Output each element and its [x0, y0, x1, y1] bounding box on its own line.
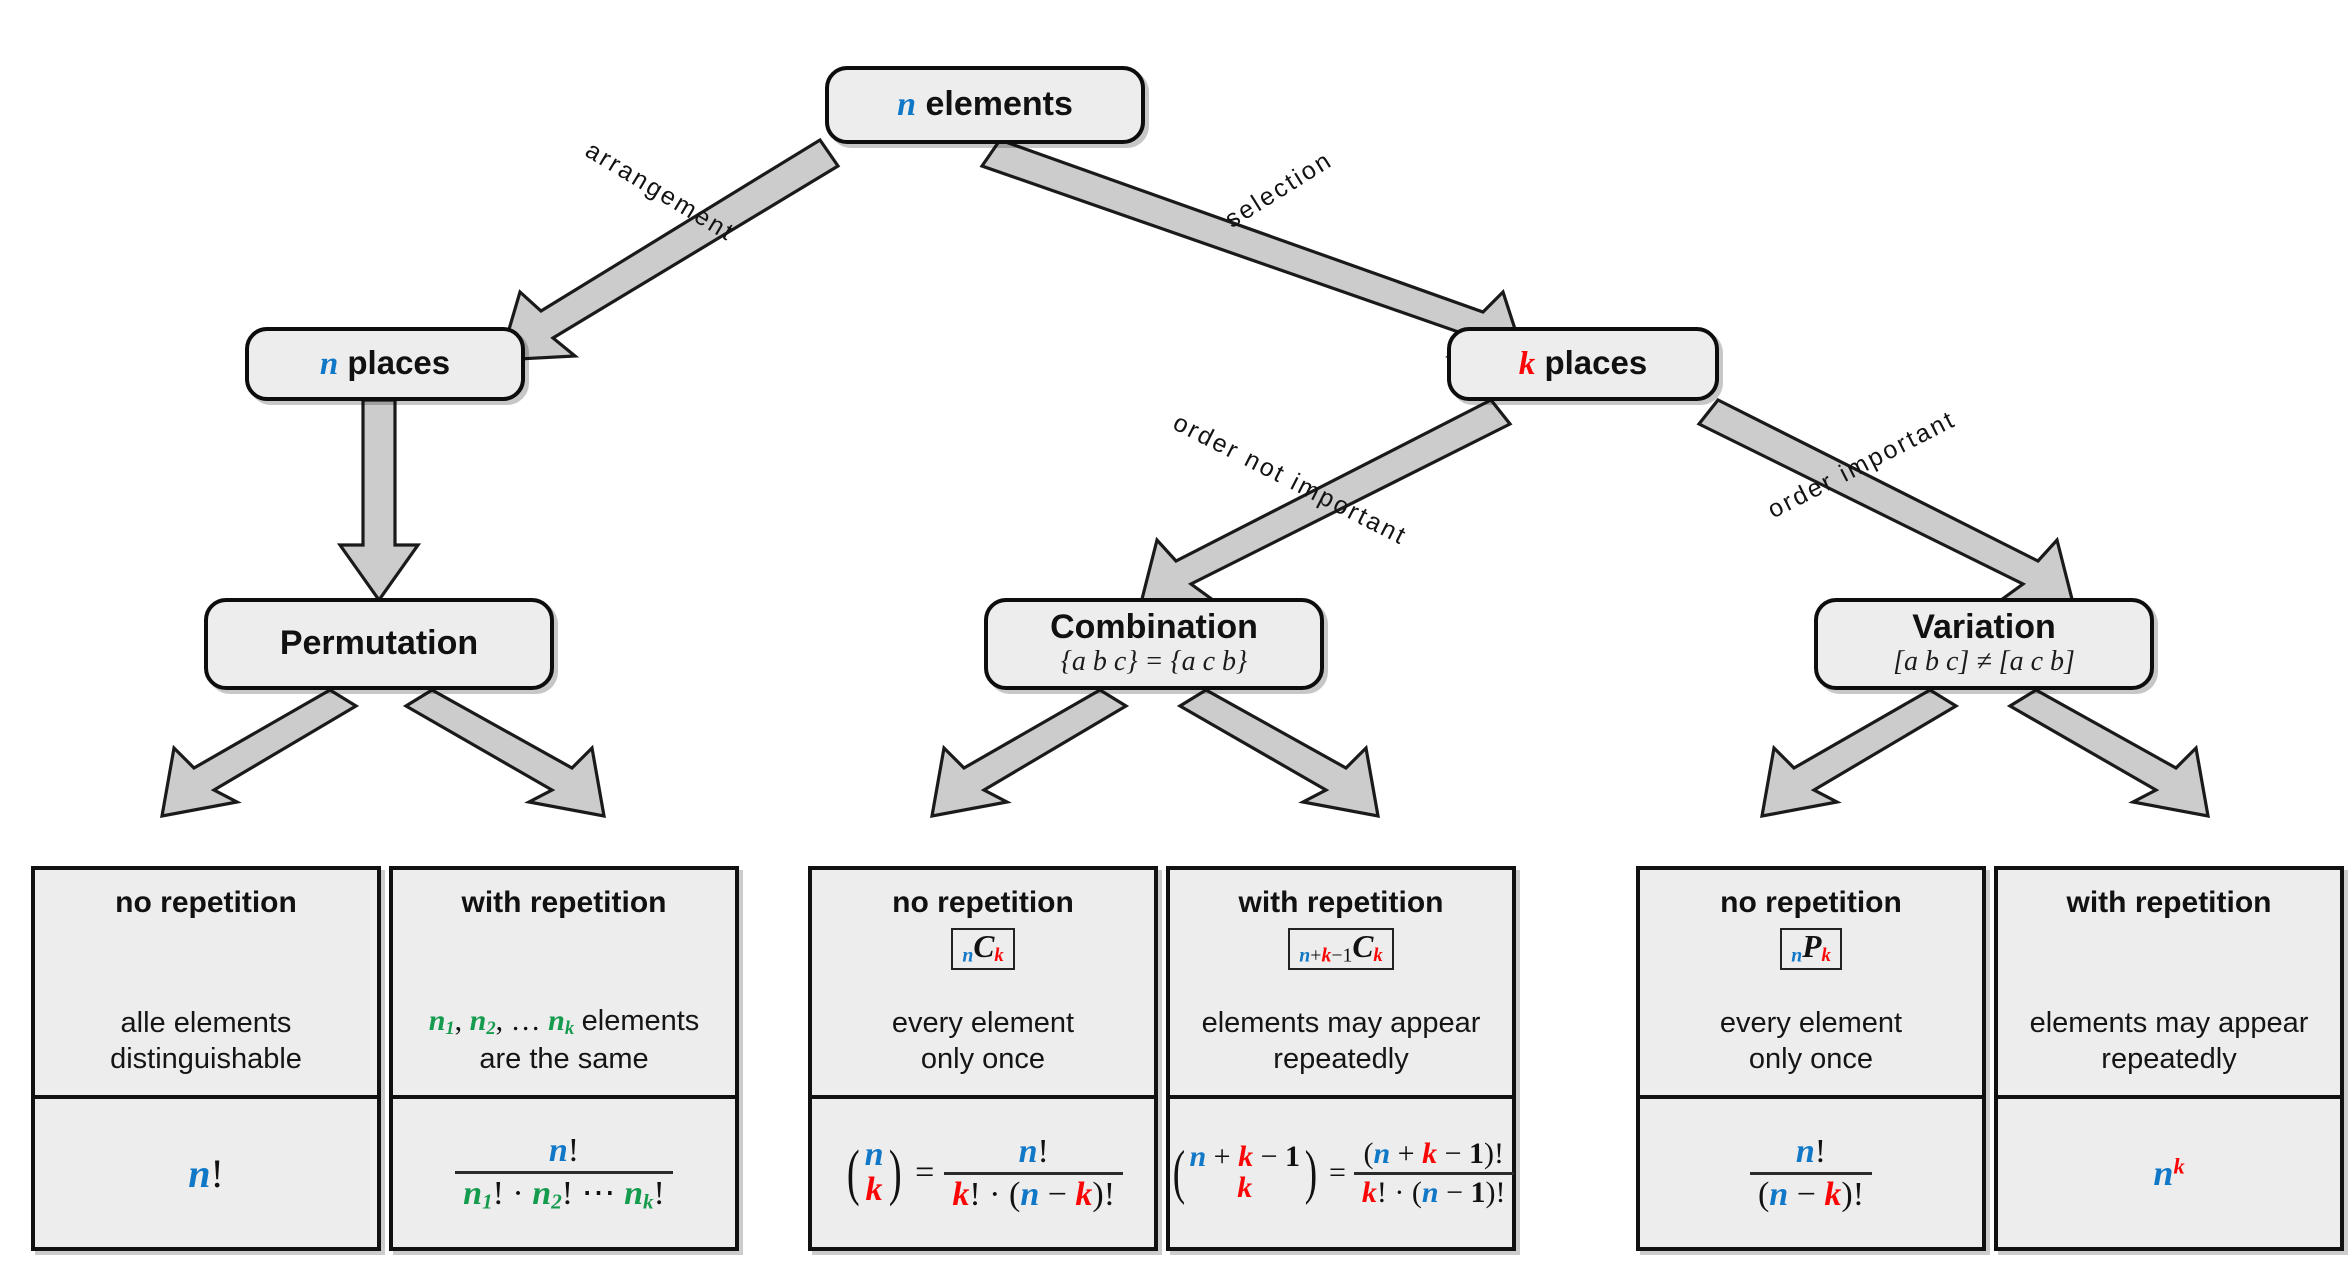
leaf-comb-no-repetition[interactable]: no repetition nCk every element only onc… — [808, 866, 1158, 1251]
arrow-selection — [979, 138, 1528, 362]
node-variation-title: Variation — [1912, 608, 2056, 647]
leaf-formula: n! n1! · n2! ⋯ nk! — [393, 1095, 735, 1247]
leaf-heading: no repetition — [892, 886, 1074, 919]
leaf-comb-with-repetition[interactable]: with repetition n+k−1Ck elements may app… — [1166, 866, 1516, 1251]
arrow-arrangement — [497, 137, 841, 362]
leaf-formula: ( n + k − 1 k ) = (n + k − 1)! k! · (n −… — [1170, 1095, 1514, 1247]
binomial-coefficient: ( n k ) — [846, 1136, 902, 1208]
leaf-upper: no repetition alle elements distinguisha… — [35, 870, 377, 1095]
leaf-var-no-repetition[interactable]: no repetition nPk every element only onc… — [1636, 866, 1986, 1251]
leaf-description: every element only once — [1719, 1006, 1903, 1075]
leaf-upper: no repetition nPk every element only onc… — [1640, 870, 1982, 1095]
notation-n-plus-k-minus-1-C-k: n+k−1Ck — [1288, 928, 1394, 971]
leaf-heading: with repetition — [1238, 886, 1444, 919]
leaf-upper: with repetition n+k−1Ck elements may app… — [1170, 870, 1512, 1095]
leaf-var-with-repetition[interactable]: with repetition elements may appear repe… — [1994, 866, 2344, 1251]
leaf-upper: with repetition elements may appear repe… — [1998, 870, 2340, 1095]
arrow-permutation-left — [160, 688, 360, 818]
node-variation[interactable]: Variation [a b c] ≠ [a c b] — [1814, 598, 2154, 690]
arrow-variation-right — [2006, 688, 2210, 818]
leaf-formula: n! (n − k)! — [1640, 1095, 1982, 1247]
notation-nPk: nPk — [1780, 928, 1842, 971]
leaf-heading: no repetition — [1720, 886, 1902, 919]
node-n-places-label: n places — [319, 344, 451, 383]
node-variation-subtitle: [a b c] ≠ [a c b] — [1893, 645, 2075, 677]
leaf-heading: with repetition — [2066, 886, 2272, 919]
node-k-places-text: places — [1544, 344, 1648, 382]
leaf-desc-math: n1, n2, … nk — [428, 1004, 575, 1040]
notation-nCk: nCk — [951, 928, 1015, 971]
leaf-heading: no repetition — [115, 886, 297, 919]
binomial-coefficient: ( n + k − 1 k ) — [1172, 1139, 1318, 1206]
variable-k: k — [1518, 346, 1536, 383]
node-k-places-label: k places — [1518, 344, 1648, 383]
leaf-heading: with repetition — [461, 886, 667, 919]
arrow-permutation-right — [402, 688, 606, 818]
leaf-description: alle elements distinguishable — [110, 1006, 302, 1075]
leaf-formula: nk — [1998, 1095, 2340, 1247]
leaf-formula: ( n k ) = n! k! · (n − k)! — [812, 1095, 1154, 1247]
node-permutation[interactable]: Permutation — [204, 598, 554, 690]
leaf-description: elements may appear repeatedly — [1201, 1006, 1481, 1075]
leaf-perm-no-repetition[interactable]: no repetition alle elements distinguisha… — [31, 866, 381, 1251]
node-combination-title: Combination — [1050, 608, 1258, 647]
arrow-combination-right — [1176, 688, 1380, 818]
node-k-places[interactable]: k places — [1447, 327, 1719, 401]
node-combination-subtitle: {a b c} = {a c b} — [1060, 645, 1248, 677]
node-n-places-text: places — [347, 344, 451, 382]
node-n-elements-text: elements — [925, 85, 1073, 124]
leaf-formula: n! — [35, 1095, 377, 1247]
variable-n: n — [897, 86, 917, 124]
leaf-description: every element only once — [891, 1006, 1075, 1075]
arrow-variation-left — [1760, 688, 1960, 818]
node-combination[interactable]: Combination {a b c} = {a c b} — [984, 598, 1324, 690]
node-n-places[interactable]: n places — [245, 327, 525, 401]
leaf-upper: no repetition nCk every element only onc… — [812, 870, 1154, 1095]
node-n-elements-label: n elements — [897, 85, 1073, 124]
arrow-combination-left — [930, 688, 1130, 818]
arrow-nplaces-permutation — [336, 398, 422, 603]
variable-n: n — [188, 1150, 211, 1196]
node-permutation-title: Permutation — [279, 624, 479, 663]
variable-n: n — [319, 346, 339, 383]
arrow-kplaces-variation — [1696, 397, 2077, 609]
leaf-description: elements may appear repeatedly — [2029, 1006, 2309, 1075]
node-n-elements[interactable]: n elements — [825, 66, 1145, 144]
